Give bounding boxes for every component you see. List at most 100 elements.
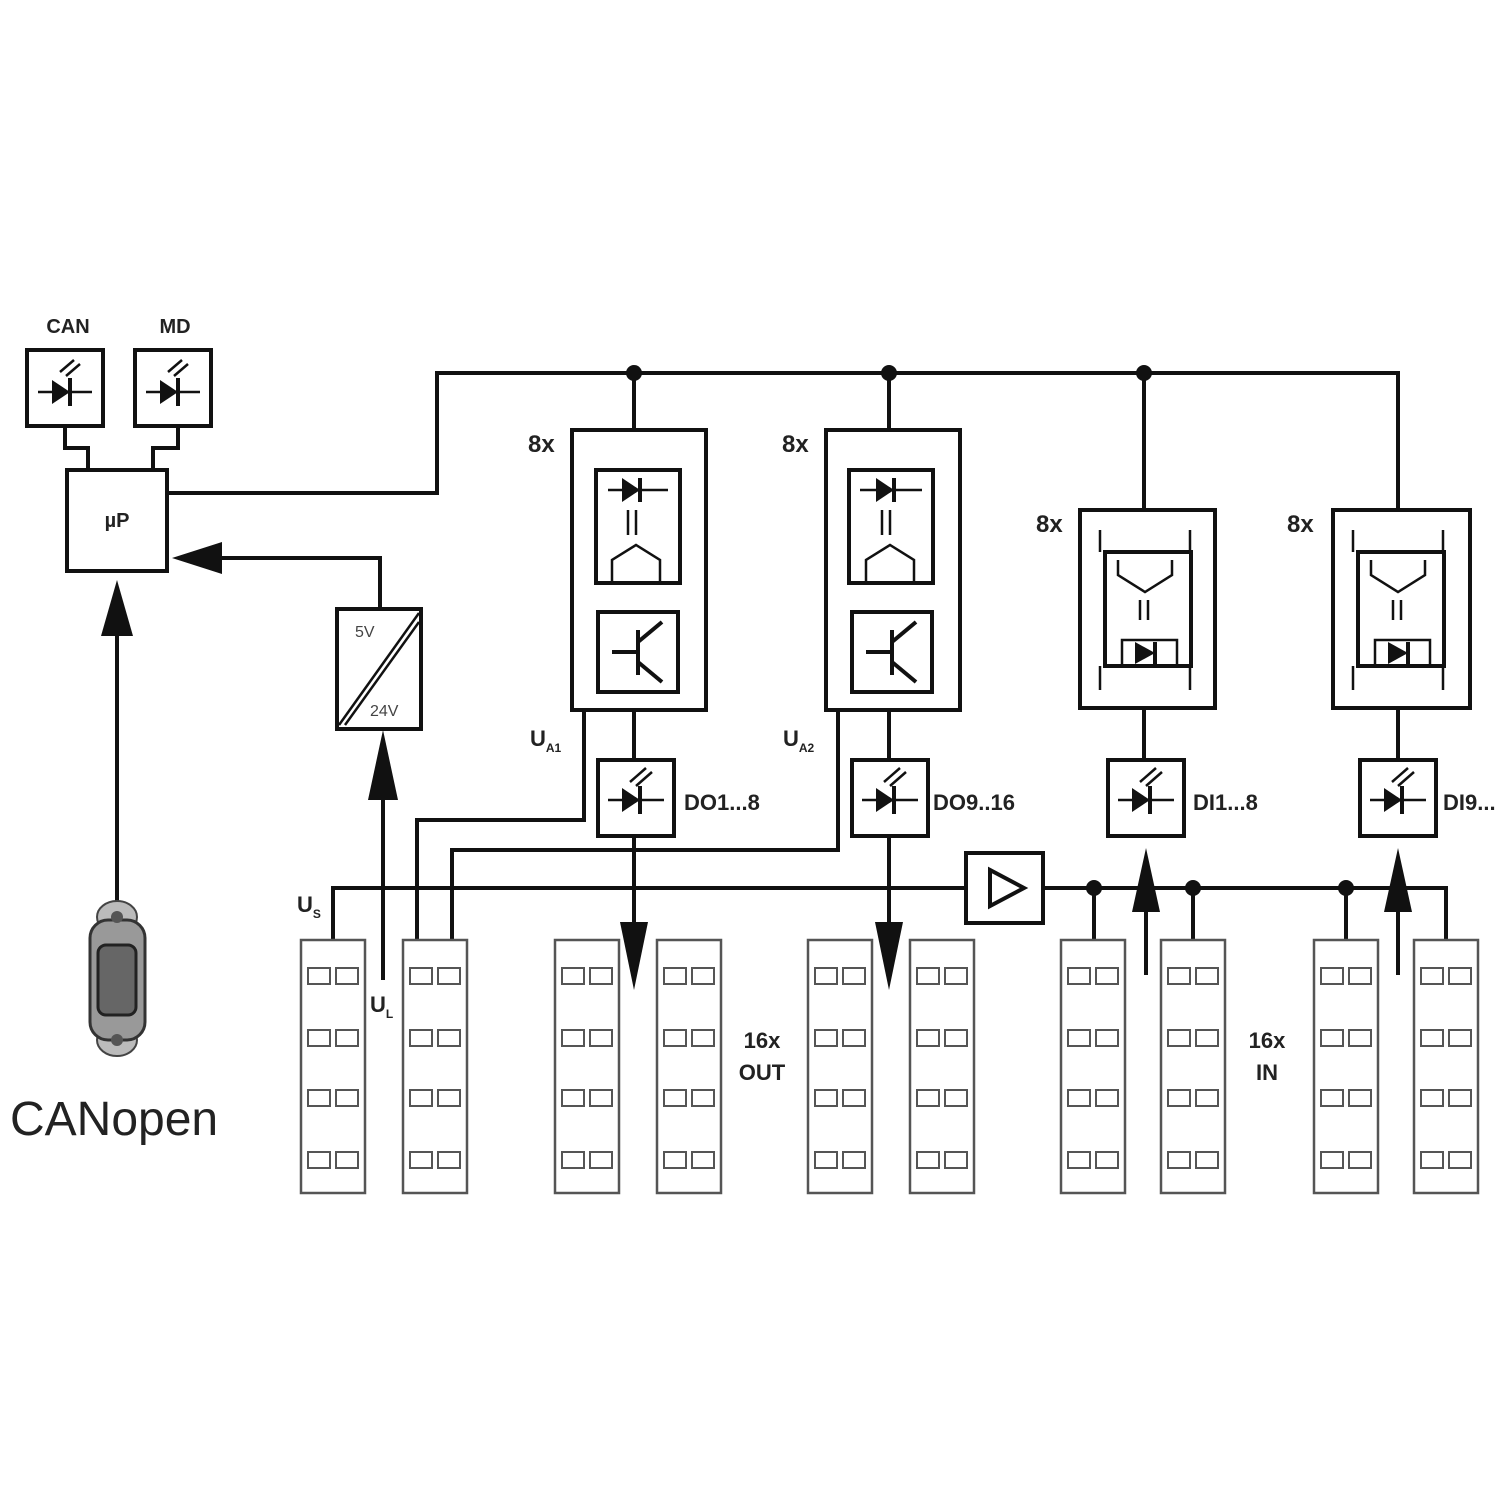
terminal-slot (561, 967, 585, 985)
multiplier-label: 8x (528, 431, 555, 458)
terminal-slot (1348, 1029, 1372, 1047)
can-label: CAN (46, 316, 89, 338)
terminal-slot (1067, 1029, 1091, 1047)
terminal-slot (437, 1089, 461, 1107)
terminal-slot (1320, 1029, 1344, 1047)
terminal-slot (663, 1089, 687, 1107)
multiplier-label: 8x (1036, 511, 1063, 538)
multiplier-label: 8x (782, 431, 809, 458)
ua1-label: UA1 (530, 726, 562, 755)
pwr-out-label: 24V (370, 703, 399, 720)
up-label: µP (105, 510, 130, 532)
terminal-block (1059, 938, 1127, 1195)
terminal-block (1159, 938, 1227, 1195)
terminal-slot (1348, 967, 1372, 985)
di2-led (1358, 758, 1438, 838)
terminal-slot (335, 967, 359, 985)
terminal-slot (842, 1029, 866, 1047)
terminal-slot (1320, 1089, 1344, 1107)
terminal-slot (1167, 967, 1191, 985)
terminal-slot (842, 967, 866, 985)
do1-label: DO1...8 (684, 790, 760, 815)
out-label: OUT (739, 1060, 786, 1085)
terminal-slot (814, 1029, 838, 1047)
terminal-slot (307, 967, 331, 985)
terminal-slot (437, 1029, 461, 1047)
can-led (25, 348, 105, 428)
terminal-slot (814, 967, 838, 985)
terminal-slot (335, 1089, 359, 1107)
in-count-label: 16x (1249, 1028, 1286, 1053)
ul-label: UL (370, 992, 393, 1021)
terminal-slot (944, 1089, 968, 1107)
terminal-slot (1448, 1029, 1472, 1047)
md-led (133, 348, 213, 428)
terminal-block (553, 938, 621, 1195)
terminal-slot (1195, 1029, 1219, 1047)
microprocessor-block: µP (65, 468, 169, 573)
terminal-block (1312, 938, 1380, 1195)
terminal-slot (1067, 1089, 1091, 1107)
terminal-slot (307, 1089, 331, 1107)
terminal-block (655, 938, 723, 1195)
terminal-block (401, 938, 469, 1195)
multiplier-label: 8x (1287, 511, 1314, 538)
terminal-slot (335, 1151, 359, 1169)
terminal-slot (916, 967, 940, 985)
terminal-slot (814, 1151, 838, 1169)
terminal-slot (1167, 1029, 1191, 1047)
terminal-slot (409, 1029, 433, 1047)
terminal-slot (814, 1089, 838, 1107)
terminal-slot (944, 1029, 968, 1047)
terminal-slot (409, 967, 433, 985)
power-converter: 5V 24V (335, 607, 423, 731)
terminal-slot (589, 967, 613, 985)
terminal-slot (663, 967, 687, 985)
terminal-slot (842, 1151, 866, 1169)
ua2-label: UA2 (783, 726, 815, 755)
terminal-block (1412, 938, 1480, 1195)
in-label: IN (1256, 1060, 1278, 1085)
terminal-slot (307, 1151, 331, 1169)
output-module-1: 8x (528, 373, 708, 712)
terminal-slot (1095, 967, 1119, 985)
input-module-2: 8x (1287, 508, 1472, 710)
terminal-slot (691, 1089, 715, 1107)
terminal-slot (589, 1089, 613, 1107)
terminal-slot (944, 967, 968, 985)
terminal-slot (589, 1029, 613, 1047)
terminal-slot (409, 1151, 433, 1169)
terminal-slot (1448, 1089, 1472, 1107)
terminal-slot (916, 1089, 940, 1107)
terminal-slot (409, 1089, 433, 1107)
terminal-slot (1067, 967, 1091, 985)
pwr-in-label: 5V (355, 624, 375, 641)
terminal-slot (1167, 1151, 1191, 1169)
terminal-block (806, 938, 874, 1195)
terminal-slot (1195, 1151, 1219, 1169)
terminal-slot (1167, 1089, 1191, 1107)
di1-led (1106, 758, 1186, 838)
terminal-slot (1420, 1151, 1444, 1169)
out-count-label: 16x (744, 1028, 781, 1053)
md-label: MD (159, 316, 190, 338)
sub-d-connector-icon (88, 900, 147, 1057)
us-label: US (297, 892, 321, 921)
terminal-slot (691, 967, 715, 985)
terminal-slot (307, 1029, 331, 1047)
do2-led (850, 758, 930, 838)
terminal-slot (1320, 967, 1344, 985)
input-module-1: 8x (1036, 373, 1217, 710)
terminal-slot (663, 1029, 687, 1047)
terminal-slot (1420, 1089, 1444, 1107)
output-module-2: 8x (782, 373, 962, 712)
di2-label: DI9... (1443, 790, 1496, 815)
terminal-slot (1420, 967, 1444, 985)
terminal-slot (916, 1029, 940, 1047)
terminal-slot (335, 1029, 359, 1047)
terminal-slot (437, 967, 461, 985)
terminal-slot (437, 1151, 461, 1169)
terminal-slot (1348, 1089, 1372, 1107)
terminal-slot (691, 1029, 715, 1047)
terminal-slot (561, 1029, 585, 1047)
